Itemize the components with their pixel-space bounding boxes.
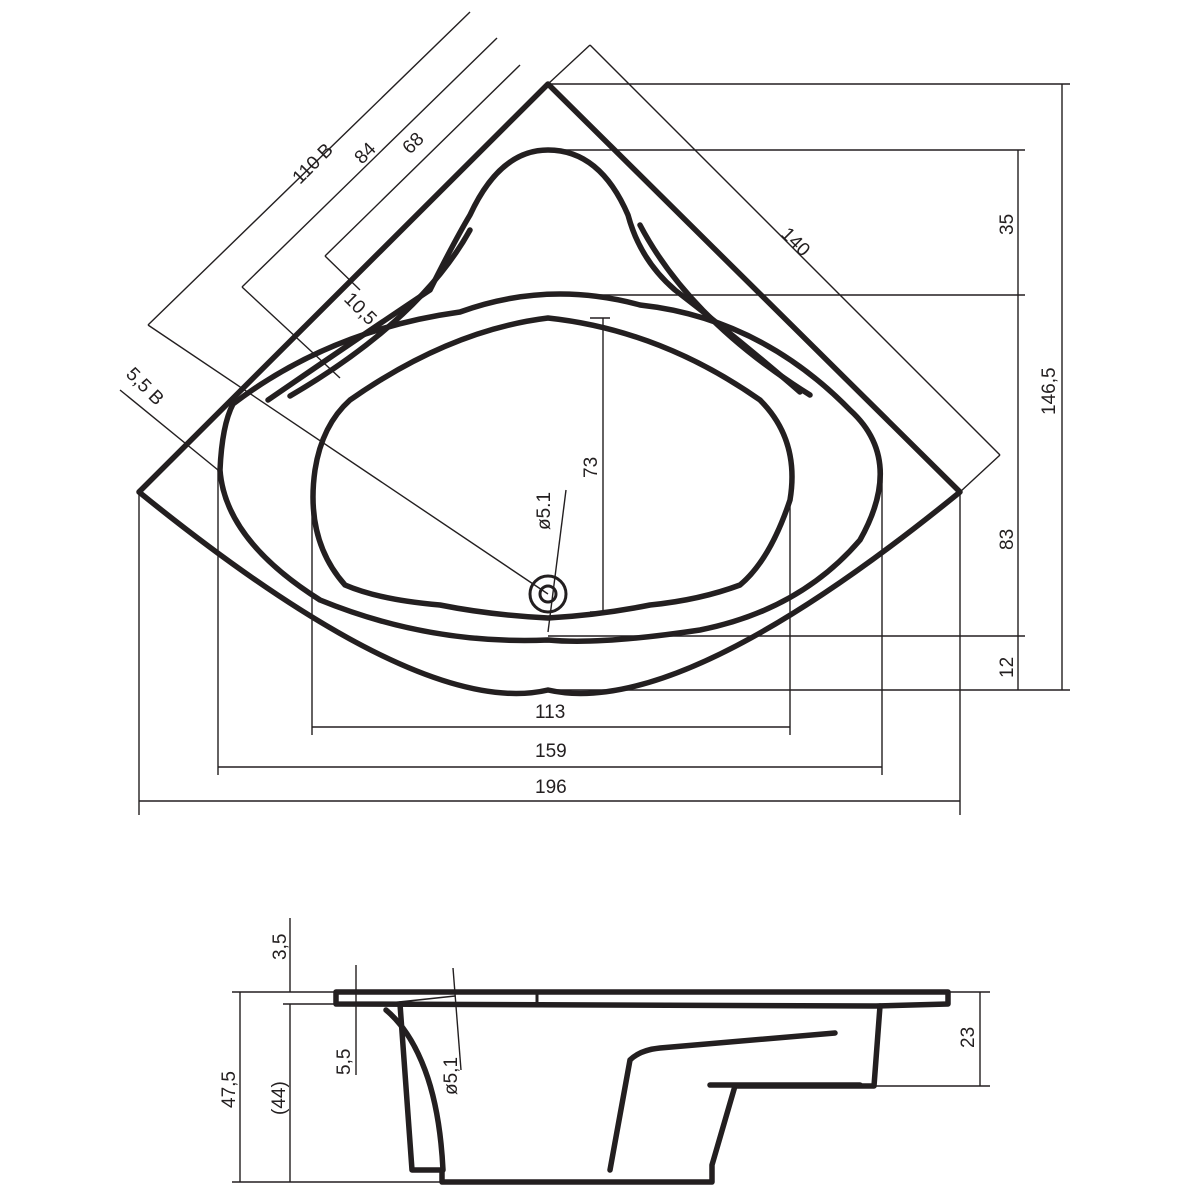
label-seat-depth: 35 [997, 214, 1018, 235]
label-total-height: 47,5 [219, 1071, 240, 1108]
label-inner-height: (44) [269, 1081, 290, 1115]
label-inner-width: 113 [535, 702, 565, 723]
label-total-depth: 146,5 [1039, 367, 1060, 415]
drain-inner [538, 584, 558, 604]
label-drain-sec: ø5,1 [441, 1057, 462, 1095]
bathtub-inner-rim [217, 291, 883, 644]
ext-line-c [324, 255, 361, 291]
plan-view: 110 B 84 68 5,5 B 10,5 140 35 146,5 83 1… [119, 11, 1070, 815]
section-seat [607, 1030, 838, 1173]
label-side-length: 140 [776, 224, 813, 261]
bathtub-headrest-inner-left [287, 227, 473, 399]
label-seat-diagonal: 84 [351, 138, 381, 168]
section-view: 3,5 47,5 (44) 5,5 ø5,1 23 [219, 918, 990, 1185]
label-seat-height: 23 [958, 1027, 979, 1048]
bathtub-basin [310, 315, 795, 621]
label-inner-diagonal: 68 [399, 129, 429, 159]
ext-line-a [147, 324, 549, 595]
label-rim-thickness: 3,5 [270, 934, 291, 960]
label-drain: ø5.1 [534, 492, 555, 530]
label-mid-width: 159 [535, 741, 567, 762]
dim-line-68 [324, 64, 521, 257]
bathtub-headrest-inner-right [637, 222, 813, 398]
label-offset: 10,5 [339, 289, 380, 330]
label-edge-width: 5,5 B [121, 364, 167, 410]
ext-line-140a [547, 44, 591, 85]
label-inner-depth: 73 [581, 457, 602, 478]
dim-line-84 [241, 37, 498, 288]
drain-leader-sec [452, 967, 462, 1071]
label-edge-offset: 5,5 [334, 1049, 355, 1075]
section-inner-wall [383, 1007, 446, 1173]
bathtub-headrest [265, 147, 803, 403]
section-body [397, 1001, 883, 1185]
label-total-width: 196 [535, 777, 567, 798]
dim-line-55 [119, 389, 219, 471]
ext-line-b [241, 286, 341, 379]
dim-line-140 [589, 44, 1001, 456]
drain-leader [547, 489, 567, 633]
label-front-depth: 83 [997, 529, 1018, 550]
ext-line-140b [959, 454, 1001, 493]
label-front-edge: 12 [997, 657, 1018, 678]
section-rim [333, 989, 951, 1009]
dim-line-110 [147, 11, 471, 326]
drain-outer [528, 574, 568, 614]
section-rim-inner [379, 995, 456, 1005]
